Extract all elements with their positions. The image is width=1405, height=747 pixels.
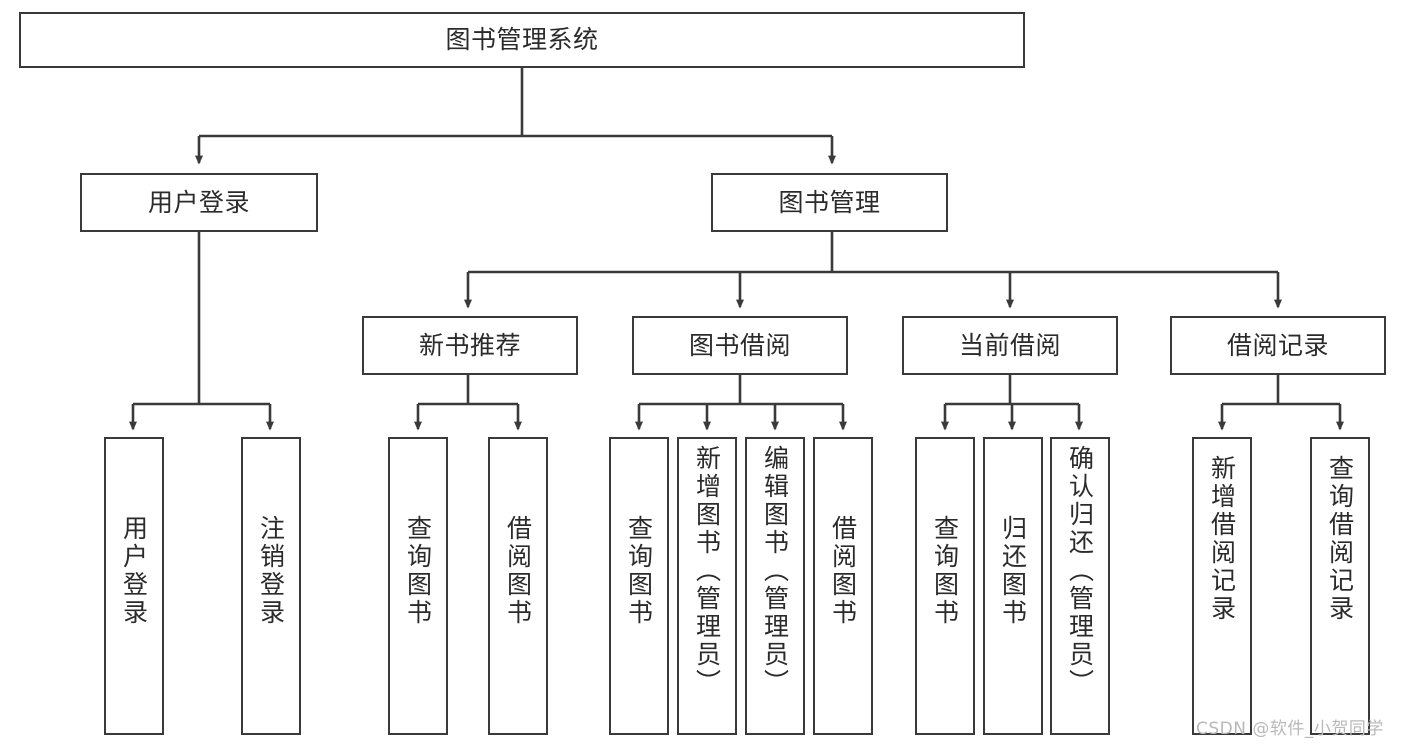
node-label: 查询图书 <box>930 515 960 627</box>
node-root-book-management-system[interactable]: 图书管理系统 <box>19 12 1025 68</box>
node-label: 图书管理 <box>778 187 881 217</box>
node-new-book-recommendation[interactable]: 新书推荐 <box>362 316 578 375</box>
leaf-book-borrow-3[interactable]: 借阅图书 <box>813 437 873 735</box>
leaf-book-borrow-2[interactable]: 编辑图书（管理员） <box>745 437 805 735</box>
node-label: 图书借阅 <box>688 330 791 360</box>
leaf-borrow-record-1[interactable]: 查询借阅记录 <box>1310 437 1370 735</box>
node-user-login[interactable]: 用户登录 <box>80 173 318 232</box>
node-label: 用户登录 <box>119 515 149 627</box>
node-borrow-record[interactable]: 借阅记录 <box>1170 316 1386 375</box>
node-label: 借阅图书 <box>503 515 533 627</box>
node-book-borrow[interactable]: 图书借阅 <box>632 316 848 375</box>
node-label: 查询图书 <box>403 515 433 627</box>
leaf-current-borrow-0[interactable]: 查询图书 <box>915 437 975 735</box>
leaf-borrow-record-0[interactable]: 新增借阅记录 <box>1192 437 1252 735</box>
node-book-management[interactable]: 图书管理 <box>711 173 948 232</box>
node-label: 新书推荐 <box>418 330 521 360</box>
node-label: 查询借阅记录 <box>1325 455 1355 623</box>
node-label: 确认归还（管理员） <box>1065 445 1095 697</box>
leaf-user-login-1[interactable]: 注销登录 <box>241 437 301 735</box>
node-label: 用户登录 <box>147 187 250 217</box>
node-current-borrow[interactable]: 当前借阅 <box>902 316 1118 375</box>
node-label: 注销登录 <box>256 515 286 627</box>
leaf-user-login-0[interactable]: 用户登录 <box>104 437 164 735</box>
node-label: 编辑图书（管理员） <box>760 445 790 697</box>
leaf-current-borrow-1[interactable]: 归还图书 <box>983 437 1043 735</box>
leaf-new-book-recommendation-1[interactable]: 借阅图书 <box>488 437 548 735</box>
csdn-watermark: CSDN @软件_小贺同学 <box>1196 719 1384 739</box>
leaf-book-borrow-0[interactable]: 查询图书 <box>609 437 669 735</box>
leaf-book-borrow-1[interactable]: 新增图书（管理员） <box>677 437 737 735</box>
node-label: 新增图书（管理员） <box>692 445 722 697</box>
node-label: 借阅图书 <box>828 515 858 627</box>
node-label: 新增借阅记录 <box>1207 455 1237 623</box>
leaf-current-borrow-2[interactable]: 确认归还（管理员） <box>1050 437 1110 735</box>
node-label: 借阅记录 <box>1226 330 1329 360</box>
node-label: 查询图书 <box>624 515 654 627</box>
node-label: 当前借阅 <box>958 330 1061 360</box>
node-label: 图书管理系统 <box>445 25 599 54</box>
leaf-new-book-recommendation-0[interactable]: 查询图书 <box>388 437 448 735</box>
node-label: 归还图书 <box>998 515 1028 627</box>
